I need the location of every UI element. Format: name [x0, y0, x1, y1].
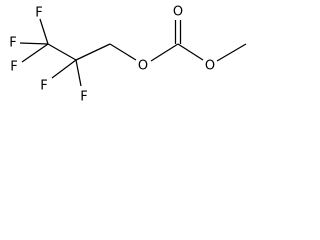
bond-c1-f3: [21, 43, 49, 63]
bond-c2-f5: [75, 59, 82, 87]
atom-f-bottom-left: F: [40, 79, 47, 94]
atom-o-methoxy: O: [205, 59, 215, 74]
atom-label-layer: F F F F F O O O: [9, 5, 215, 105]
bond-omethoxy-ch3: [216, 43, 247, 62]
bond-c1-c2: [47, 43, 77, 61]
atom-o-carbonyl: O: [173, 5, 183, 20]
atom-o-ester: O: [138, 59, 148, 74]
bond-o-ccarbonyl: [150, 43, 179, 62]
bond-layer: [19, 18, 247, 87]
bond-c2-f4: [51, 59, 77, 79]
bond-c2-c3: [75, 43, 111, 61]
bond-ccarbonyl-omethoxy: [177, 43, 204, 61]
atom-f-top: F: [35, 6, 42, 21]
atom-f-bottom: F: [80, 90, 87, 105]
atom-f-left-upper: F: [9, 36, 16, 51]
atom-f-left-lower: F: [10, 60, 17, 75]
bond-c3-o: [109, 43, 137, 61]
bond-c1-f1: [39, 18, 49, 45]
chemical-structure: F F F F F O O O: [9, 5, 247, 105]
bond-c1-f2: [19, 42, 49, 45]
